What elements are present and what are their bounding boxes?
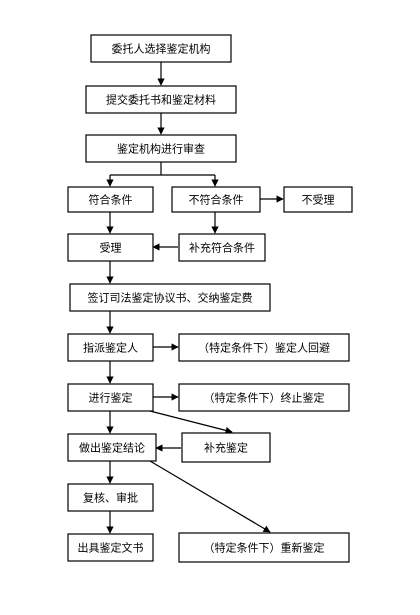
edge-conduct-to-supplementary <box>149 410 233 434</box>
node-select-institution-label: 委托人选择鉴定机构 <box>112 42 211 56</box>
node-conduct-label: 进行鉴定 <box>89 391 133 405</box>
node-rejected: 不受理 <box>283 186 353 213</box>
node-select-institution: 委托人选择鉴定机构 <box>90 34 232 63</box>
node-sign-agreement: 签订司法鉴定协议书、交纳鉴定费 <box>69 283 271 312</box>
node-review-approve-label: 复核、审批 <box>83 491 138 505</box>
node-review-approve: 复核、审批 <box>67 483 154 512</box>
node-supplement-conditions-label: 补充符合条件 <box>189 241 255 255</box>
node-issue-document-label: 出具鉴定文书 <box>78 541 144 555</box>
node-rejected-label: 不受理 <box>302 194 335 207</box>
node-not-meets: 不符合条件 <box>171 186 261 213</box>
node-accepted-label: 受理 <box>100 242 122 255</box>
node-terminate: （特定条件下）终止鉴定 <box>178 383 350 412</box>
node-conclusion-label: 做出鉴定结论 <box>79 441 145 455</box>
node-sign-agreement-label: 签订司法鉴定协议书、交纳鉴定费 <box>88 291 253 305</box>
node-review: 鉴定机构进行审查 <box>85 134 237 163</box>
node-terminate-label: （特定条件下）终止鉴定 <box>204 391 325 405</box>
node-reappraisal-label: （特定条件下）重新鉴定 <box>204 541 325 555</box>
node-submit-materials-label: 提交委托书和鉴定材料 <box>106 93 216 107</box>
node-supplementary-label: 补充鉴定 <box>204 441 248 455</box>
node-supplement-conditions: 补充符合条件 <box>178 233 266 262</box>
node-recusal-label: （特定条件下）鉴定人回避 <box>198 341 330 355</box>
node-meets: 符合条件 <box>67 186 154 213</box>
node-supplementary: 补充鉴定 <box>181 432 271 463</box>
node-recusal: （特定条件下）鉴定人回避 <box>178 333 350 362</box>
edge-conclusion-to-reappraisal <box>149 460 271 533</box>
node-conclusion: 做出鉴定结论 <box>67 433 157 462</box>
node-conduct: 进行鉴定 <box>67 383 154 412</box>
node-assign-appraiser-label: 指派鉴定人 <box>83 341 138 355</box>
edges <box>106 62 284 534</box>
node-meets-label: 符合条件 <box>89 193 133 207</box>
node-review-label: 鉴定机构进行审查 <box>117 142 205 156</box>
node-accepted: 受理 <box>67 233 154 262</box>
node-assign-appraiser: 指派鉴定人 <box>67 333 154 362</box>
node-submit-materials: 提交委托书和鉴定材料 <box>85 85 237 114</box>
node-not-meets-label: 不符合条件 <box>189 193 244 207</box>
node-issue-document: 出具鉴定文书 <box>67 533 154 562</box>
node-reappraisal: （特定条件下）重新鉴定 <box>178 532 350 563</box>
